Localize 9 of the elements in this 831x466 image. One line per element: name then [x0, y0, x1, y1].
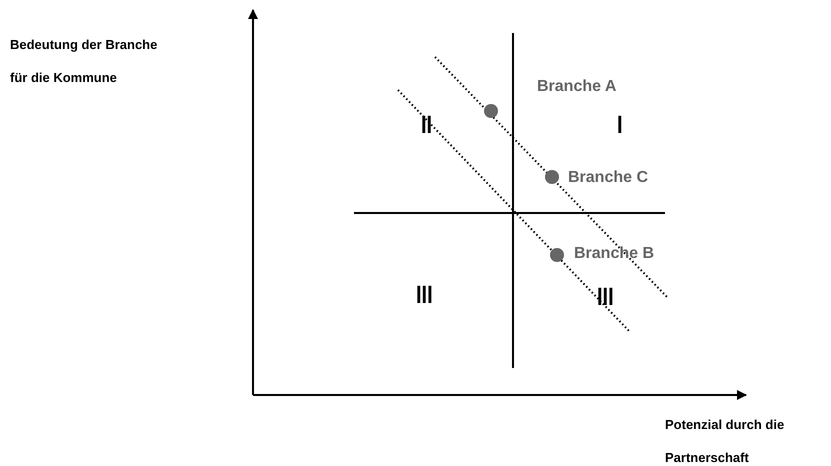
point-label: Branche B — [574, 245, 654, 263]
axis-title: Bedeutung der Branche für die Kommune — [10, 36, 158, 87]
quadrant-number: I — [617, 111, 623, 140]
point-label: Branche A — [537, 78, 616, 96]
quadrant-number: II — [421, 111, 432, 140]
axis-title: Potenzial durch die Partnerschaft — [665, 416, 786, 466]
quadrant-number: III — [597, 283, 614, 312]
quadrant-number: III — [416, 281, 433, 310]
point-label: Branche C — [568, 169, 648, 187]
